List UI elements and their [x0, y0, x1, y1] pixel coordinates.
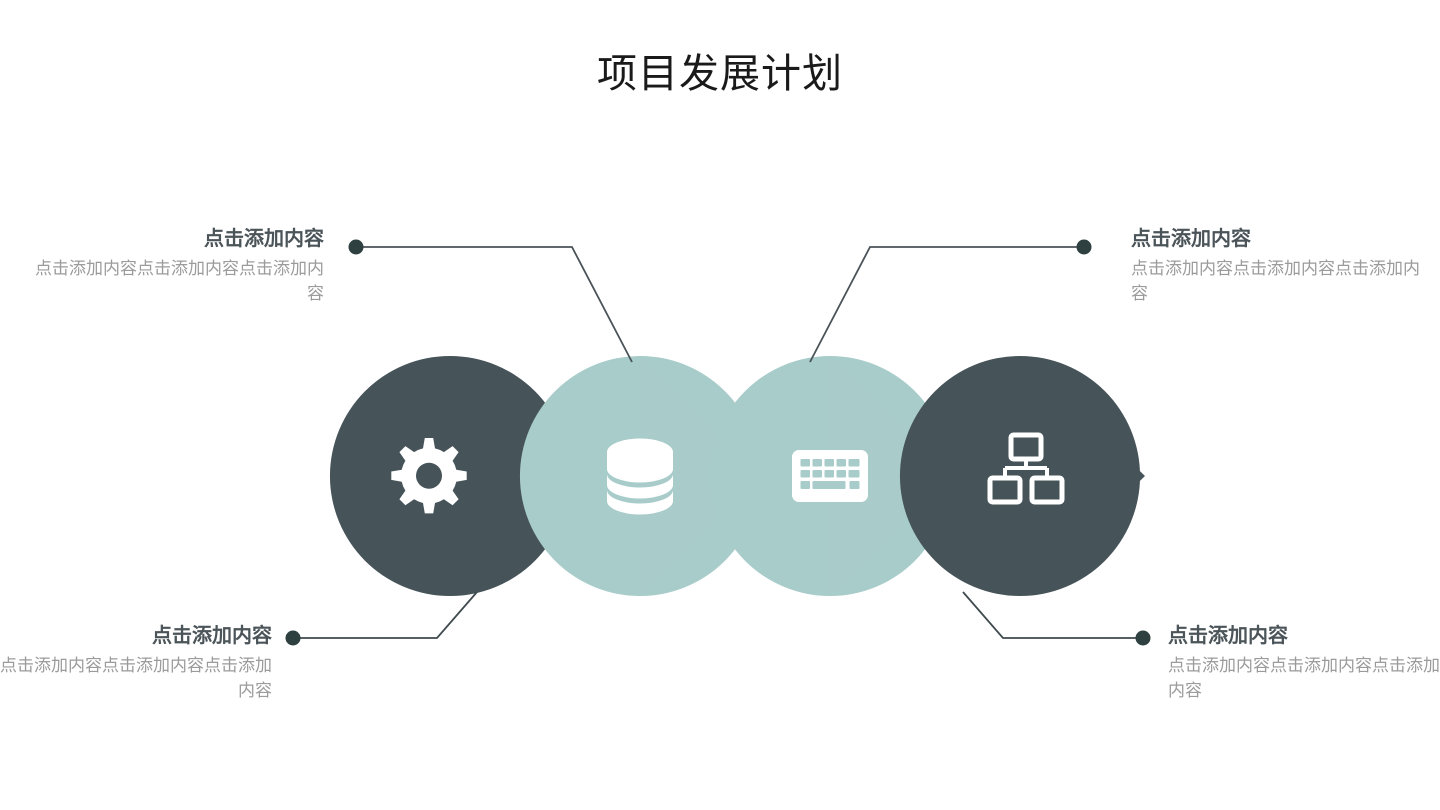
- keyboard-icon: [792, 450, 868, 502]
- connector-top-right: [809, 239, 1092, 363]
- connector-bottom-right: [962, 591, 1151, 646]
- callout-top-right[interactable]: 点击添加内容 点击添加内容点击添加内容点击添加内容: [1131, 226, 1421, 306]
- callout-top-left-heading: 点击添加内容: [204, 228, 324, 250]
- page-title: 项目发展计划: [597, 52, 843, 96]
- connector-dot-bottom-right: [1135, 630, 1151, 646]
- callout-bottom-right[interactable]: 点击添加内容 点击添加内容点击添加内容点击添加内容: [1168, 623, 1440, 703]
- step-shape-4[interactable]: [899, 355, 1145, 596]
- connector-dot-top-left: [348, 239, 364, 255]
- database-icon: [607, 438, 673, 515]
- callout-bottom-right-body: 点击添加内容点击添加内容点击添加内容: [1168, 656, 1440, 700]
- callout-bottom-left[interactable]: 点击添加内容 点击添加内容点击添加内容点击添加内容: [0, 623, 272, 703]
- callout-bottom-right-heading: 点击添加内容: [1168, 625, 1288, 647]
- connector-bottom-left: [285, 591, 478, 646]
- step-shape-2[interactable]: [519, 355, 761, 596]
- connector-dot-top-right: [1076, 239, 1092, 255]
- step-shape-1[interactable]: [329, 355, 571, 596]
- network-icon: [987, 432, 1065, 505]
- connector-top-left: [348, 239, 633, 363]
- callout-bottom-left-heading: 点击添加内容: [152, 625, 272, 647]
- step-shape-3[interactable]: [709, 355, 951, 596]
- callout-top-right-body: 点击添加内容点击添加内容点击添加内容: [1131, 259, 1420, 303]
- gear-icon: [391, 438, 467, 514]
- callout-top-left-body: 点击添加内容点击添加内容点击添加内容: [35, 259, 324, 303]
- connector-dot-bottom-left: [285, 630, 301, 646]
- callout-bottom-left-body: 点击添加内容点击添加内容点击添加内容: [0, 656, 272, 700]
- callout-top-right-heading: 点击添加内容: [1131, 228, 1251, 250]
- callout-top-left[interactable]: 点击添加内容 点击添加内容点击添加内容点击添加内容: [34, 226, 324, 306]
